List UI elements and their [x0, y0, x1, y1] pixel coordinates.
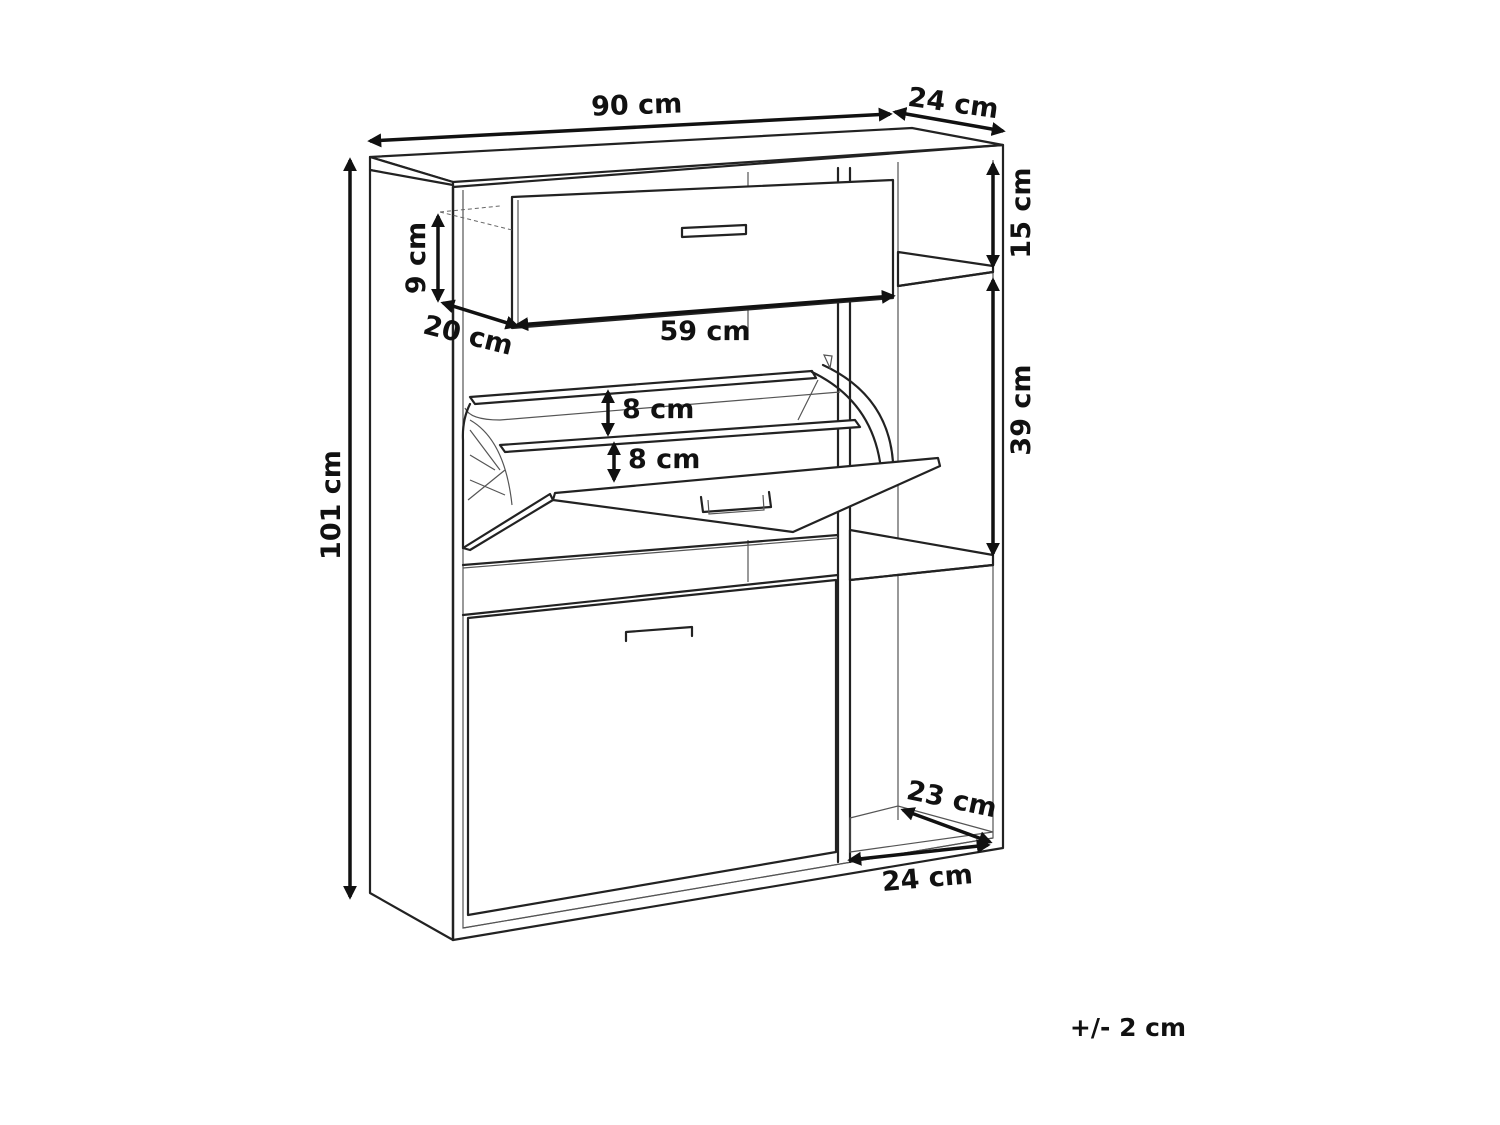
shoe-rack-upper [468, 369, 818, 406]
tolerance-note: +/- 2 cm [1070, 1013, 1186, 1042]
flap-drawer-open [461, 354, 942, 552]
dimension-lines [343, 107, 1006, 900]
label-shoe-tier-lower: 8 cm [628, 444, 700, 475]
top-drawer [510, 178, 895, 330]
label-top-drawer-width: 59 cm [659, 316, 750, 347]
label-top-drawer-height: 9 cm [401, 222, 432, 294]
label-height: 101 cm [316, 450, 347, 560]
flap-front-panel [551, 456, 942, 534]
bottom-flap-door [466, 578, 838, 917]
label-depth: 24 cm [906, 82, 1001, 125]
right-upper-shelf [896, 250, 995, 288]
label-middle-shelf-height: 39 cm [1006, 364, 1037, 455]
label-shoe-tier-upper: 8 cm [622, 394, 694, 425]
flap-drawer-handle [699, 490, 773, 514]
label-top-shelf-height: 15 cm [1006, 167, 1037, 258]
bottom-door-handle [624, 625, 694, 643]
top-drawer-handle [680, 223, 748, 239]
label-width: 90 cm [591, 88, 683, 122]
label-bottom-shelf-width: 24 cm [881, 859, 974, 898]
cabinet-drawing [368, 126, 1005, 942]
shoe-rack-lower [498, 418, 862, 454]
